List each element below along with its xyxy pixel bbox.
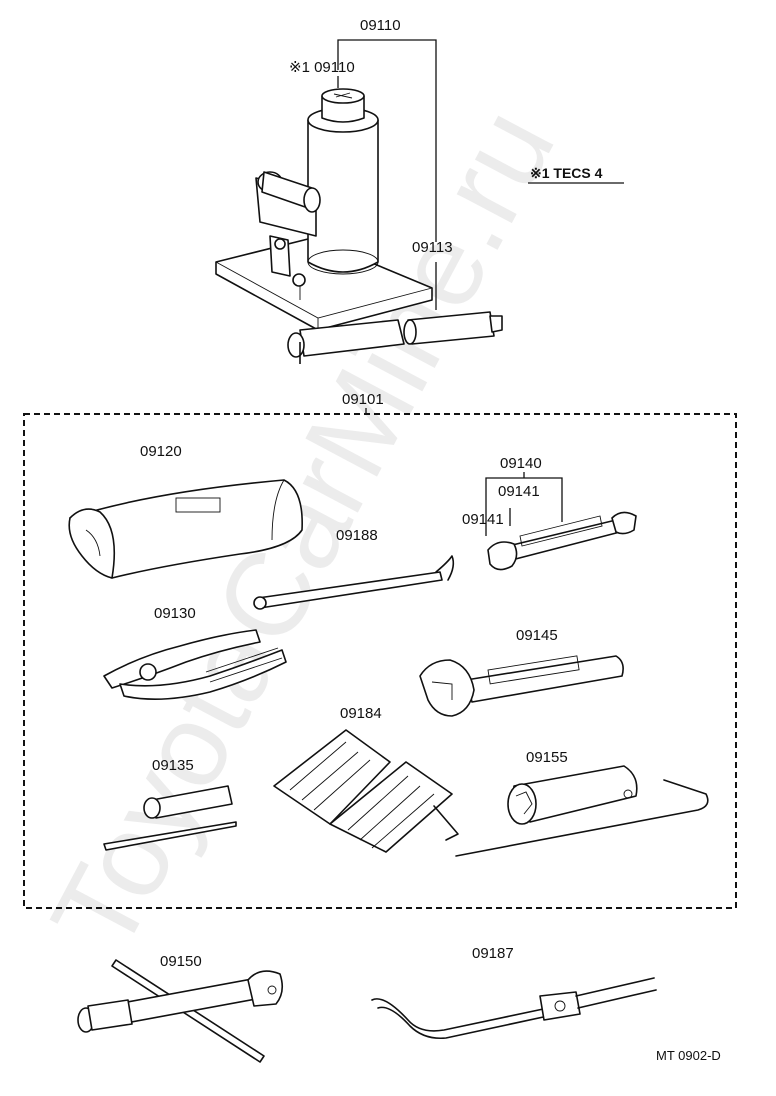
tool-bag (68, 479, 303, 579)
label-plug-wrench: 09155 (526, 749, 568, 766)
label-spanner-a: 09141 (498, 483, 540, 500)
label-tool-set: 09101 (342, 391, 384, 408)
tool-set-boundary (23, 413, 737, 909)
jack-handle (287, 311, 503, 364)
label-tow-hook-handle: 09187 (472, 945, 514, 962)
jack-assembly (215, 88, 433, 331)
label-jack-note: ※1 09110 (289, 59, 355, 76)
drawing-code: MT 0902-D (656, 1048, 721, 1063)
label-tool-bag: 09120 (140, 443, 182, 460)
label-tire-lever: 09188 (336, 527, 378, 544)
leader-jack (337, 39, 437, 242)
screwdriver (103, 785, 237, 851)
label-lug-wrench: 09150 (160, 953, 202, 970)
tow-hook-handle (371, 977, 657, 1040)
adjustable-wrench (419, 655, 624, 717)
tire-lever (253, 555, 455, 610)
label-spanner-set: 09140 (500, 455, 542, 472)
plug-wrench (507, 765, 638, 825)
pliers (103, 629, 287, 700)
wheel-chock (273, 729, 459, 853)
label-jack-handle: 09113 (412, 239, 453, 256)
label-spanner-b: 09141 (462, 511, 504, 528)
lug-wrench (77, 959, 284, 1063)
label-wheel-chock: 09184 (340, 705, 382, 722)
label-adjustable-wrench: 09145 (516, 627, 558, 644)
note-legend: ※1 TECS 4 (530, 165, 603, 181)
spanner-set (487, 511, 637, 571)
label-pliers: 09130 (154, 605, 196, 622)
label-screwdriver: 09135 (152, 757, 194, 774)
label-jack-assy: 09110 (360, 17, 401, 34)
plug-wrench-bar (455, 779, 709, 857)
